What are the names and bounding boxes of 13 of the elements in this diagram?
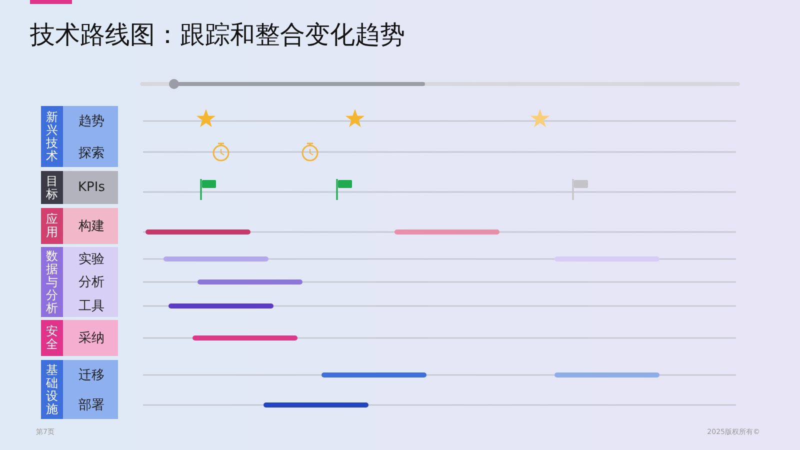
category-group xyxy=(41,208,118,244)
category-group xyxy=(41,360,118,419)
title: 技术路线图：跟踪和整合变化趋势 xyxy=(30,19,405,51)
category-group xyxy=(41,320,118,356)
category-label: 新兴技术 xyxy=(46,110,58,162)
category-label: 应用 xyxy=(46,213,58,239)
category-group xyxy=(41,171,118,204)
category-label: 数据与分析 xyxy=(46,250,58,314)
category-label: 安全 xyxy=(46,325,58,351)
category-group xyxy=(41,247,118,317)
category-label: 基础设施 xyxy=(46,364,58,416)
category-label: 目标 xyxy=(46,174,58,200)
category-group xyxy=(41,106,118,167)
